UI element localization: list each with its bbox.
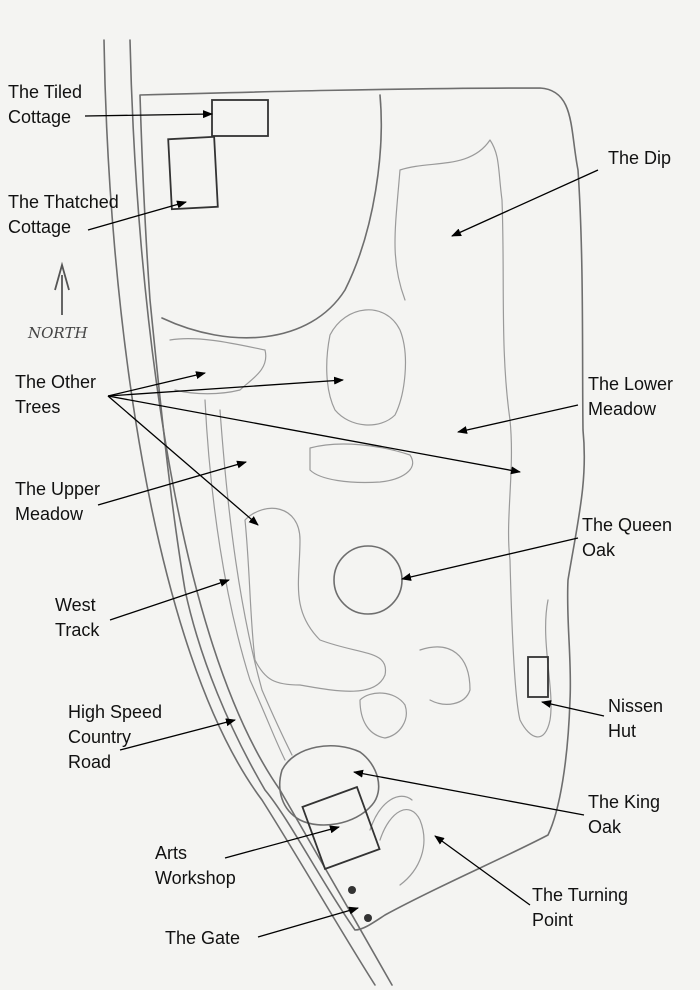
west-track-line	[204, 399, 286, 761]
label-thatched-cottage: The Thatched Cottage	[8, 192, 119, 237]
label-tiled-cottage: The Tiled Cottage	[8, 82, 83, 127]
gate-marker	[348, 886, 356, 894]
label-king-oak: The King Oak	[588, 792, 661, 837]
tree-clump-center	[326, 309, 407, 426]
label-the-gate: The Gate	[165, 928, 241, 948]
label-west-track: West Track	[55, 595, 100, 640]
tree-clump-upper-left	[169, 338, 267, 395]
dip-region	[394, 139, 552, 738]
queen-oak-marker	[333, 545, 403, 615]
country-road	[103, 39, 393, 986]
label-arts-workshop: Arts Workshop	[155, 843, 236, 888]
cottage-garden	[161, 94, 382, 339]
label-queen-oak: The Queen Oak	[582, 515, 673, 560]
label-arrows	[84, 110, 605, 938]
label-upper-meadow: The Upper Meadow	[15, 479, 101, 524]
north-label: NORTH	[27, 324, 88, 342]
label-high-speed-road: High Speed Country Road	[68, 702, 163, 772]
nissen-hut-building	[527, 656, 549, 698]
label-other-trees: The Other Trees	[15, 372, 97, 417]
label-lower-meadow: The Lower Meadow	[588, 374, 674, 419]
tree-band	[309, 443, 414, 484]
upper-meadow-woods	[244, 507, 387, 692]
thatched-cottage-building	[167, 135, 219, 211]
tiled-cottage-building	[211, 99, 269, 137]
label-turning-point: The Turning Point	[532, 885, 629, 930]
king-oak-marker	[278, 745, 380, 826]
arts-workshop-building	[301, 785, 381, 871]
turning-point-loop	[379, 809, 425, 886]
north-arrow: NORTH	[27, 261, 88, 342]
label-the-dip: The Dip	[608, 148, 672, 168]
label-nissen-hut: Nissen Hut	[608, 696, 664, 741]
site-boundary	[139, 87, 586, 931]
